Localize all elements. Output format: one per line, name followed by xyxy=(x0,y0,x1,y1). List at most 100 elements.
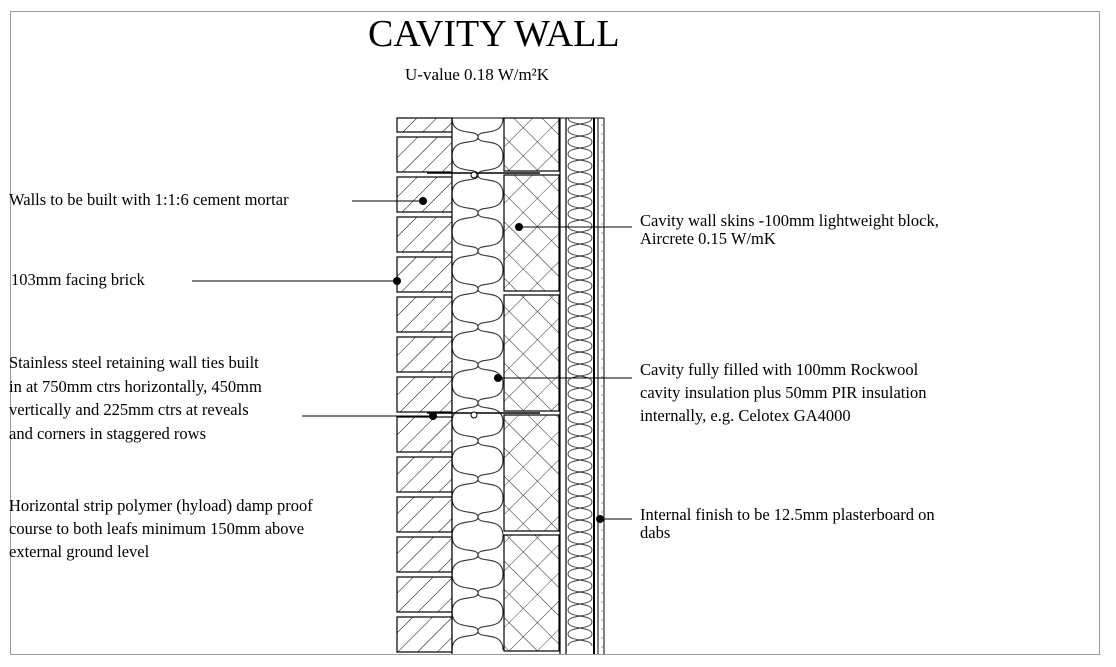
label-insulation-line: cavity insulation plus 50mm PIR insulati… xyxy=(640,383,927,402)
plaster-speckle xyxy=(601,538,603,540)
plaster-speckle xyxy=(601,151,603,153)
wall-layers xyxy=(396,117,605,654)
plaster-speckle xyxy=(601,322,603,324)
plaster-speckle xyxy=(601,313,603,315)
brick xyxy=(396,216,453,253)
plaster-speckle xyxy=(601,493,603,495)
plaster-speckle xyxy=(601,619,603,621)
plaster-speckle xyxy=(601,421,603,423)
plaster-speckle xyxy=(601,259,603,261)
plaster-speckle xyxy=(601,340,603,342)
plaster-speckle xyxy=(601,457,603,459)
brick xyxy=(396,416,453,453)
plaster-speckle xyxy=(601,529,603,531)
plaster-speckle xyxy=(601,511,603,513)
label-block-line: Aircrete 0.15 W/mK xyxy=(640,229,776,248)
label-mortar-line: Walls to be built with 1:1:6 cement mort… xyxy=(9,190,289,209)
plaster-speckle xyxy=(601,646,603,648)
block xyxy=(503,534,560,652)
leader-dot xyxy=(596,515,604,523)
leader-dot xyxy=(429,412,437,420)
leader-dot xyxy=(393,277,401,285)
plaster-speckle xyxy=(601,142,603,144)
brick xyxy=(396,616,453,653)
plaster-speckle xyxy=(601,448,603,450)
plaster-speckle xyxy=(601,349,603,351)
label-ties-line: Stainless steel retaining wall ties buil… xyxy=(9,353,259,372)
label-dpc-line: Horizontal strip polymer (hyload) damp p… xyxy=(9,496,313,515)
label-insulation-line: internally, e.g. Celotex GA4000 xyxy=(640,406,851,425)
plaster-speckle xyxy=(601,376,603,378)
leader-dot xyxy=(494,374,502,382)
label-facing-brick: 103mm facing brick xyxy=(11,271,145,289)
plaster-speckle xyxy=(601,268,603,270)
brick xyxy=(396,576,453,613)
brick xyxy=(396,256,453,293)
label-ties-line: in at 750mm ctrs horizontally, 450mm xyxy=(9,376,262,396)
plaster-speckle xyxy=(601,439,603,441)
plaster-speckle xyxy=(601,412,603,414)
block xyxy=(503,414,560,532)
block xyxy=(503,117,560,172)
label-block-line: Cavity wall skins -100mm lightweight blo… xyxy=(640,211,939,230)
plaster-speckle xyxy=(601,169,603,171)
plaster-speckle xyxy=(601,502,603,504)
rockwool-layer xyxy=(452,118,503,654)
plaster-speckle xyxy=(601,394,603,396)
block xyxy=(503,174,560,292)
brick xyxy=(396,336,453,373)
plaster-speckle xyxy=(601,331,603,333)
plaster-speckle xyxy=(601,214,603,216)
label-dpc-line: course to both leafs minimum 150mm above xyxy=(9,519,305,538)
plaster-speckle xyxy=(601,565,603,567)
label-brick-line: 103mm facing brick xyxy=(11,270,145,289)
leader-dot xyxy=(515,223,523,231)
plaster-speckle xyxy=(601,277,603,279)
plaster-speckle xyxy=(601,223,603,225)
label-ties-line: vertically and 225mm ctrs at reveals xyxy=(9,400,249,419)
plaster-speckle xyxy=(601,124,603,126)
plaster-speckle xyxy=(601,250,603,252)
leader-dot xyxy=(419,197,427,205)
label-finish: Internal finish to be 12.5mm plasterboar… xyxy=(640,506,935,542)
plaster-speckle xyxy=(601,583,603,585)
plaster-speckle xyxy=(601,547,603,549)
plaster-speckle xyxy=(601,601,603,603)
plaster-speckle xyxy=(601,133,603,135)
plaster-speckle xyxy=(601,385,603,387)
plaster-speckle xyxy=(601,178,603,180)
plaster-speckle xyxy=(601,430,603,432)
brick xyxy=(396,456,453,493)
label-dpc-line: external ground level xyxy=(9,542,150,561)
brick xyxy=(396,376,453,413)
brick xyxy=(396,136,453,173)
brick xyxy=(396,536,453,573)
leader-lines xyxy=(192,197,632,523)
plaster-speckle xyxy=(601,205,603,207)
brick xyxy=(396,117,453,133)
plaster-speckle xyxy=(601,232,603,234)
plaster-speckle xyxy=(601,295,603,297)
plaster-speckle xyxy=(601,241,603,243)
plaster-speckle xyxy=(601,304,603,306)
plaster-speckle xyxy=(601,403,603,405)
rockwool-hatch xyxy=(451,117,504,651)
brick xyxy=(396,496,453,533)
plaster-speckle xyxy=(601,556,603,558)
plaster-speckle xyxy=(601,574,603,576)
label-ties-line: and corners in staggered rows xyxy=(9,423,207,443)
drawing-title: CAVITY WALL xyxy=(368,13,620,55)
plaster-speckle xyxy=(601,187,603,189)
block xyxy=(503,294,560,412)
drawing-frame xyxy=(10,11,1100,655)
plaster-speckle xyxy=(601,367,603,369)
label-finish-line: dabs xyxy=(640,523,671,542)
plaster-speckle xyxy=(601,484,603,486)
plaster-speckle xyxy=(601,286,603,288)
plaster-speckle xyxy=(601,592,603,594)
label-dpc: Horizontal strip polymer (hyload) damp p… xyxy=(9,494,313,563)
brick xyxy=(396,176,453,213)
plaster-speckle xyxy=(601,628,603,630)
